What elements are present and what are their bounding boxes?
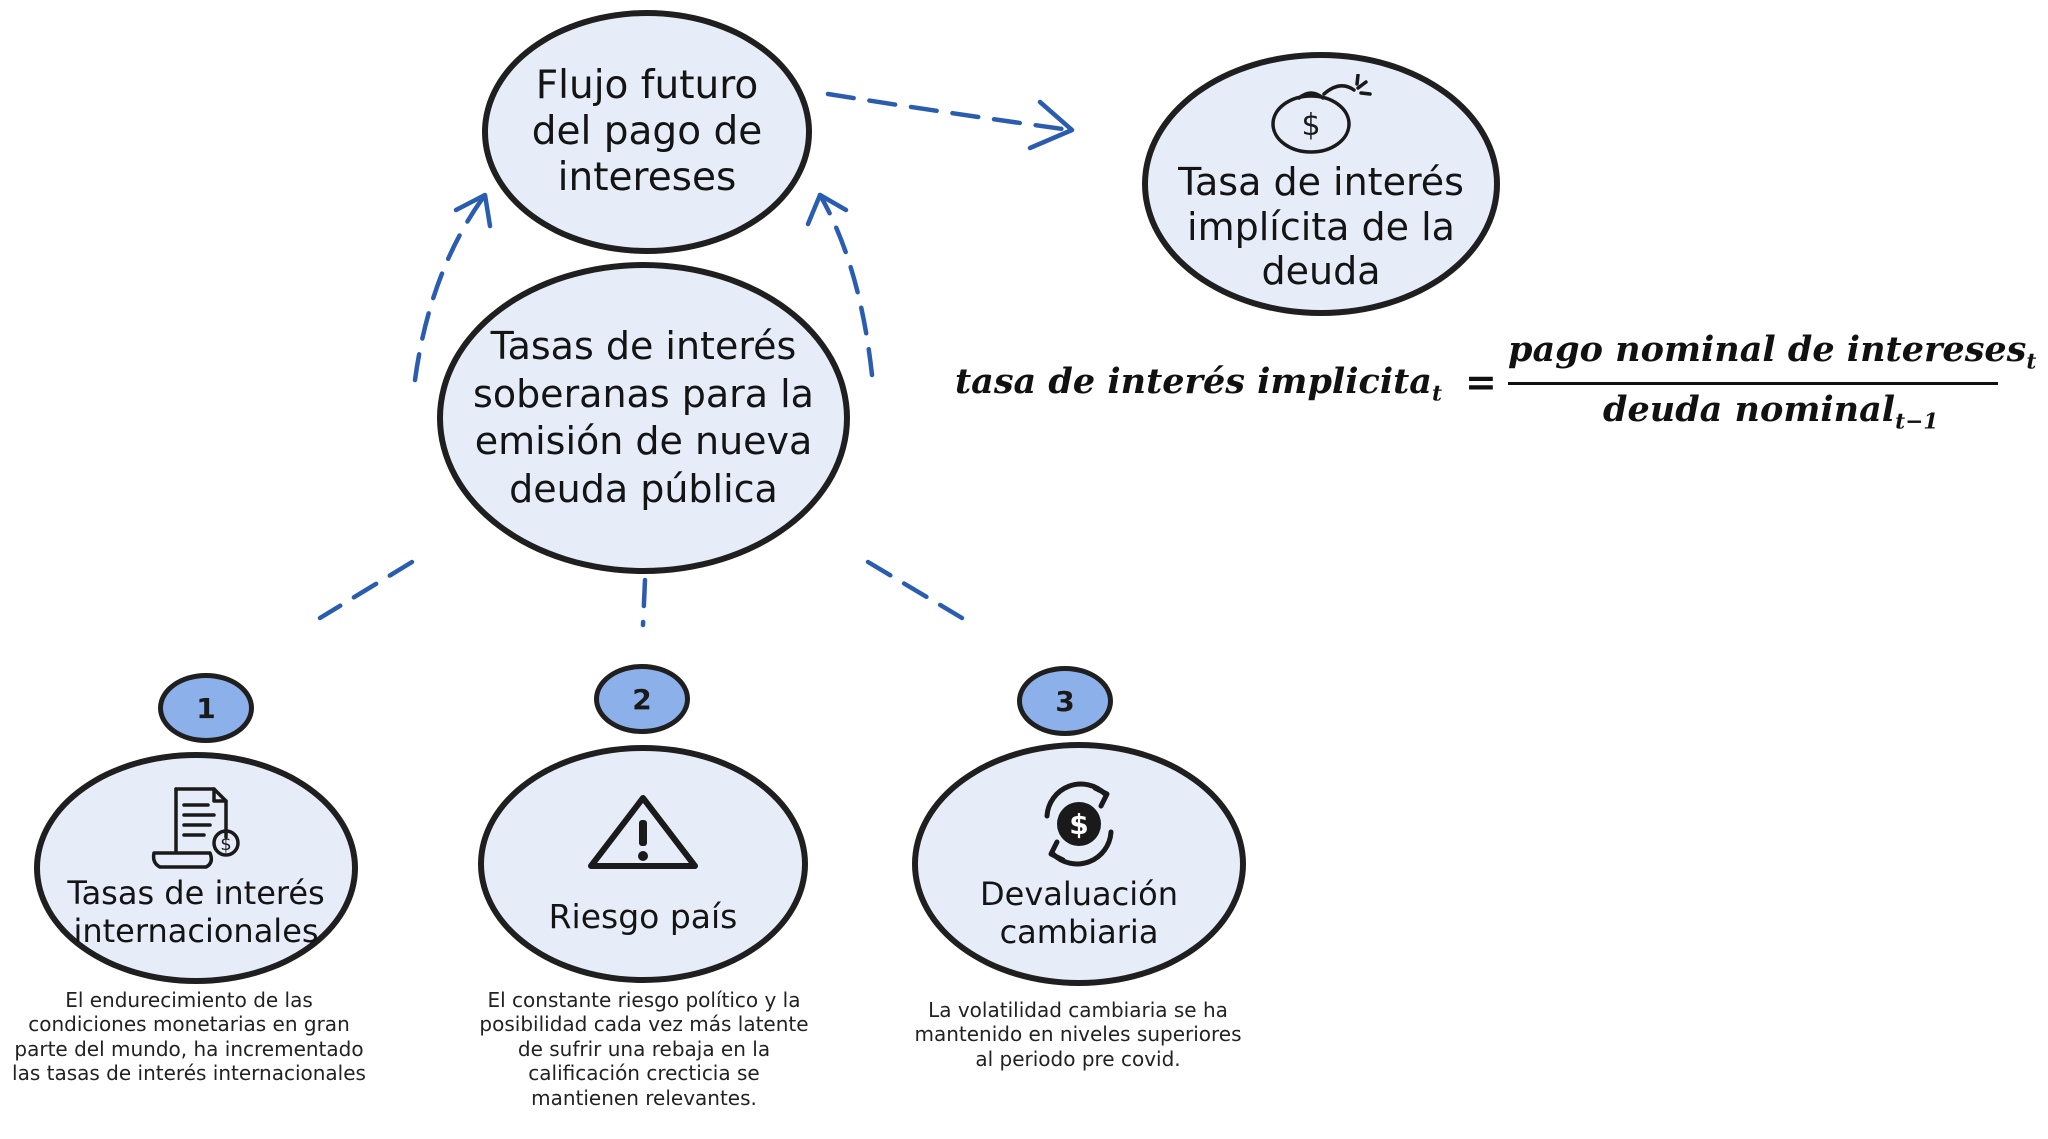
arrowhead-flujo-right — [805, 192, 849, 227]
node-tasas-soberanas-label: Tasas de interés soberanas para la emisi… — [473, 324, 814, 511]
warning-icon — [588, 794, 698, 869]
formula-lhs: tasa de interés implicitat — [955, 361, 1442, 407]
svg-text:$: $ — [220, 834, 231, 855]
connector-soberanas-to-factor-2 — [640, 577, 648, 628]
factor-1-description: El endurecimiento de las condiciones mon… — [12, 988, 366, 1086]
arrow-soberanas-to-flujo-right — [817, 192, 875, 378]
arrow-soberanas-to-flujo-left — [412, 192, 488, 383]
factor-3-number-badge: 3 — [1017, 666, 1113, 736]
node-tasas-soberanas: Tasas de interés soberanas para la emisi… — [437, 262, 850, 574]
document-dollar-icon: $ — [151, 787, 240, 869]
factor-1-number-badge: 1 — [158, 673, 254, 743]
formula-denominator-text: deuda nominal — [1603, 389, 1896, 430]
formula-denominator-subscript: t−1 — [1895, 409, 1939, 435]
factor-3-title: Devaluación cambiaria — [980, 875, 1178, 951]
factor-2-title: Riesgo país — [548, 896, 738, 936]
factor-2-number-badge: 2 — [594, 664, 690, 734]
formula-lhs-subscript: t — [1431, 381, 1442, 407]
arrowhead-flujo-left — [453, 192, 493, 229]
connector-soberanas-to-factor-1 — [317, 559, 415, 621]
formula-tasa-implicita: tasa de interés implicitat = pago nomina… — [955, 325, 2048, 445]
node-flujo-futuro-label: Flujo futuro del pago de intereses — [531, 62, 763, 200]
money-bag-icon: $ — [1271, 73, 1372, 154]
formula-numerator-subscript: t — [2026, 349, 2037, 375]
currency-exchange-icon: $ — [1044, 781, 1114, 867]
node-tasa-implicita: $ Tasa de interés implícita de la deuda — [1142, 52, 1500, 316]
svg-text:$: $ — [1301, 108, 1320, 143]
node-flujo-futuro: Flujo futuro del pago de intereses — [482, 10, 812, 254]
formula-denominator: deuda nominalt−1 — [1603, 389, 1938, 435]
node-tasa-implicita-label: Tasa de interés implícita de la deuda — [1178, 159, 1464, 294]
connector-soberanas-to-factor-3 — [865, 559, 965, 621]
arrow-flujo-to-tasa-implicita — [825, 91, 1073, 133]
formula-numerator: pago nominal de interesest — [1508, 329, 2048, 375]
formula-equals: = — [1465, 359, 1497, 404]
formula-fraction-bar — [1508, 382, 1998, 385]
factor-3-description: La volatilidad cambiaria se ha mantenido… — [914, 998, 1242, 1071]
formula-lhs-text: tasa de interés implicita — [955, 361, 1432, 402]
factor-1-node: $ Tasas de interés internacionales — [34, 752, 358, 984]
arrowhead-tasa-implicita — [1027, 99, 1075, 151]
factor-2-node: Riesgo país — [478, 745, 808, 983]
factor-2-description: El constante riesgo político y la posibi… — [479, 988, 809, 1110]
svg-text:$: $ — [1069, 808, 1088, 841]
factor-1-title: Tasas de interés internacionales — [67, 874, 325, 950]
formula-numerator-text: pago nominal de intereses — [1508, 329, 2027, 370]
factor-3-node: $ Devaluación cambiaria — [912, 742, 1246, 986]
